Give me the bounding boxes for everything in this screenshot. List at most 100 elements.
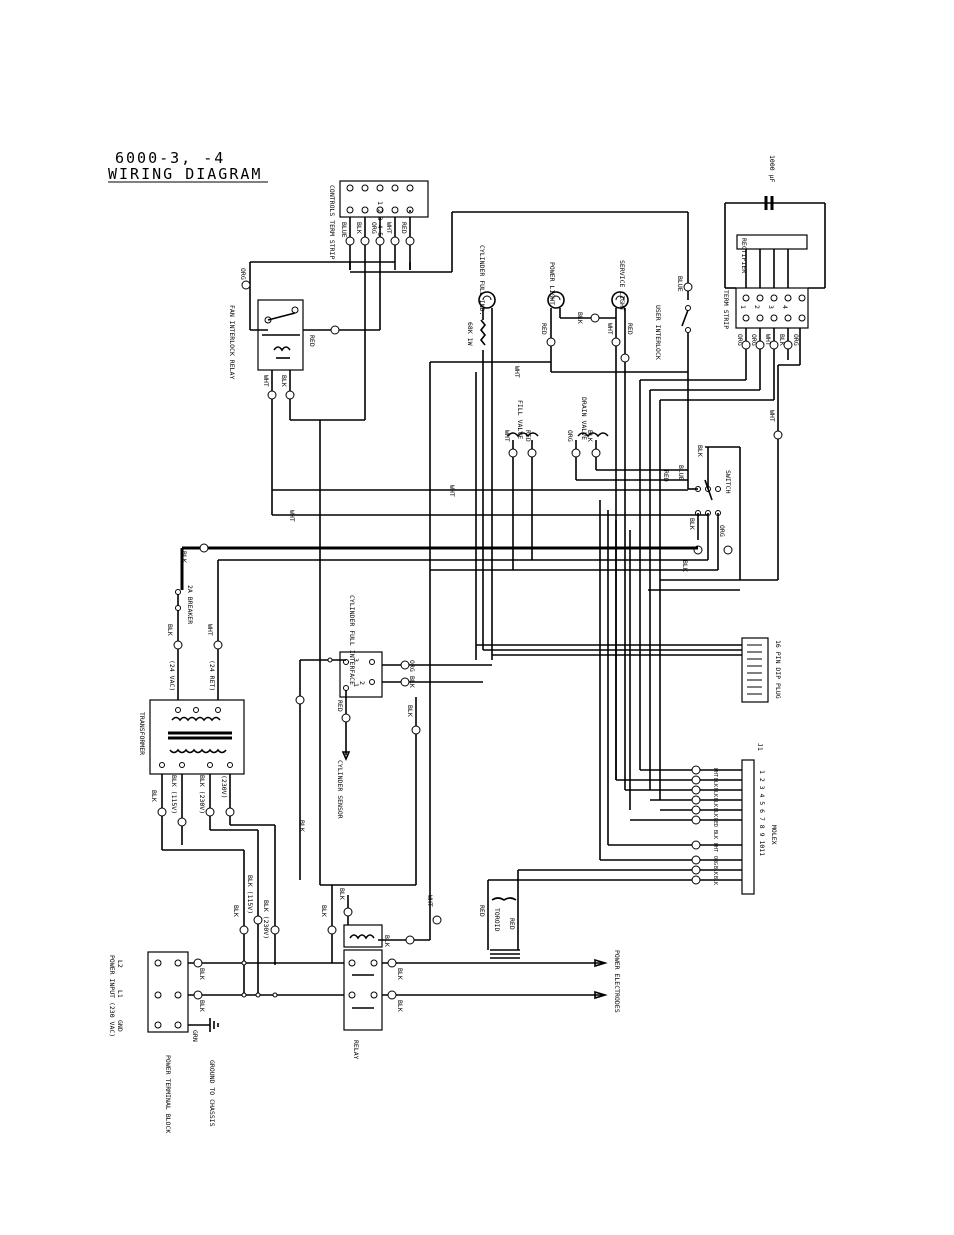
arrow-icon-2 [594, 990, 608, 1000]
molex-wire-5: BLK [712, 830, 718, 839]
power-input-label: POWER INPUT (230 VAC) [108, 955, 116, 1037]
wire-label-sw-red: RED [662, 470, 670, 482]
toroid-wire-label: RED [508, 918, 516, 930]
wire-label-power-red: RED [540, 323, 548, 335]
wire-label-interlock-blue: BLUE [676, 276, 684, 292]
wire-label-ptb-grn: GRN [191, 1030, 199, 1042]
fill-valve: FILL VALVE WHT RED [503, 400, 539, 560]
resistor-icon [479, 319, 487, 346]
cylinder-full-indicator: CYLINDER FULL IND. 68K 1W [466, 245, 496, 660]
relay: RELAY BLK BLK WHT BLK BLK BLK BLK POWER … [298, 820, 621, 1060]
wire-label-drain-blk: BLK [586, 430, 594, 442]
transformer-secondary-coil-icon [171, 716, 221, 722]
dip-plug: 16 PIN DIP PLUG [476, 637, 782, 703]
wire-label-ptb-blk: BLK [198, 968, 206, 980]
drain-valve: DRAIN VALVE ORG BLK [566, 397, 688, 481]
wire-label-brk-wht: WHT [206, 624, 214, 636]
terminal-l2-label: L2 [116, 960, 124, 968]
wire-label-tx-230: BLK (230V) [198, 775, 206, 814]
title-text: WIRING DIAGRAM [108, 165, 262, 183]
molex-wire-3: ORG [712, 856, 718, 865]
terminal-l1-label: L1 [116, 990, 124, 998]
cyl-pin-2: 2 [358, 681, 366, 685]
wire-label-brk-blk: BLK [166, 624, 174, 636]
controls-term-strip: 1 2 3 4 5 CONTROLS TERM STRIP BLUE BLK O… [328, 180, 429, 270]
power-electrodes-label: POWER ELECTRODES [613, 950, 621, 1013]
cyl-pin-3: 3 [352, 658, 360, 662]
wire-label-tx-blk2: BLK [232, 905, 240, 917]
fan-relay-label: FAN INTERLOCK RELAY [228, 305, 236, 379]
transformer-label: TRANSFORMER [138, 712, 146, 755]
molex-connector: J1 1 2 3 4 5 6 7 8 9 1011 MOLEX WHT BLK … [488, 743, 778, 895]
transformer: TRANSFORMER (24 VAC) (24 RET) BLK BLK (1… [138, 660, 280, 995]
wire-label-cyl-blk2: BLK [406, 705, 414, 717]
transformer-sec-24vac: (24 VAC) [168, 660, 176, 691]
wire-label-tx-blk115b: BLK (115V) [246, 875, 254, 914]
toroid-coil-icon [491, 897, 517, 901]
molex-wire-2: BLK [712, 866, 718, 875]
molex-wire-11: WHT [712, 768, 718, 777]
wire-label-sw-blk: BLK [696, 445, 704, 457]
dip-plug-label: 16 PIN DIP PLUG [774, 640, 782, 699]
molex-wire-6: RED [712, 818, 718, 827]
power-terminal-body [147, 951, 189, 1033]
switch-label: SWITCH [724, 470, 732, 494]
wire-label-fill-wht: WHT [503, 430, 511, 442]
transformer-primary-coil-icon [169, 748, 227, 754]
power-terminal-label: POWER TERMINAL BLOCK [164, 1055, 172, 1133]
cylinder-sensor-label: CYLINDER SENSOR [336, 760, 344, 819]
power-lamp-icon [547, 291, 565, 309]
dip-plug-body [741, 637, 769, 703]
wire-label-relay-blk2: BLK [338, 888, 346, 900]
controls-term-strip-label: CONTROLS TERM STRIP [328, 185, 336, 259]
wire-label-bus-wht: WHT [448, 485, 456, 497]
molex-wire-10: BLK [712, 778, 718, 787]
wire-label-sw-org: ORG [718, 525, 726, 537]
molex-wire-7: BLK [712, 808, 718, 817]
wire-label-relay-blk4: BLK [298, 820, 306, 832]
wire-label-cyl-blk: BLK [408, 676, 416, 688]
fill-valve-label: FILL VALVE [516, 400, 524, 439]
wire-label-blue: BLUE [340, 222, 348, 238]
wire-label-service-wht: WHT [606, 323, 614, 335]
term-strip-pin-4: 4 [781, 305, 789, 309]
wire-label-wht-fan: WHT [262, 375, 270, 387]
cylinder-full-label: CYLINDER FULL IND. [478, 245, 486, 315]
wire-label-service-red: RED [626, 323, 634, 335]
wire-label-ts-org: ORG [736, 334, 744, 346]
wire-label-548: BLK [180, 551, 188, 563]
wire-label-out-blk2: BLK [396, 1000, 404, 1012]
relay-coil-icon [349, 934, 375, 940]
service-light-label: SERVICE LIGHT [618, 260, 626, 311]
transformer-sec-24ret: (24 RET) [208, 660, 216, 691]
power-light-label: POWER LIGHT [548, 262, 556, 305]
controls-term-strip-terminals [346, 184, 414, 214]
molex-wire-9: BLK [712, 788, 718, 797]
wire-label-ts-org3: ORG [792, 334, 800, 346]
wire-label-ts-org2: ORG [750, 334, 758, 346]
wire-label-relay-blk: BLK [320, 905, 328, 917]
wire-label-blk-fan: BLK [280, 375, 288, 387]
molex-label: MOLEX [770, 825, 778, 845]
wire-label-sw-blue: BLUE [677, 465, 685, 481]
term-strip-pin-1: 1 [739, 305, 747, 309]
term-strip: 1 2 3 4 TERM STRIP [722, 287, 809, 329]
wire-label-tx-blk: BLK [150, 790, 158, 802]
wire-label-wht: WHT [385, 222, 393, 234]
toroid: RED TOROID RED [478, 870, 520, 959]
wire-label-ts-wht2: WHT [768, 410, 776, 422]
term-strip-pin-3: 3 [767, 305, 775, 309]
cylinder-full-interface: 3 2 1 CYLINDER FULL INTERFACE ORG BLK RE… [295, 595, 492, 885]
wire-label-toroid-red: RED [478, 905, 486, 917]
arrow-icon-1 [594, 958, 608, 968]
wire-label-red-fan: RED [308, 335, 316, 347]
drain-valve-label: DRAIN VALVE [580, 397, 588, 440]
breaker: 2A BREAKER BLK WHT [166, 548, 223, 700]
wire-label-power-wht: WHT [513, 366, 521, 378]
molex-wire-8: BLK [712, 798, 718, 807]
wire-label-blk: BLK [355, 222, 363, 234]
wire-label-sw-blk2: BLK [688, 518, 696, 530]
breaker-label: 2A BREAKER [186, 585, 194, 624]
toroid-label: TOROID [493, 908, 501, 932]
